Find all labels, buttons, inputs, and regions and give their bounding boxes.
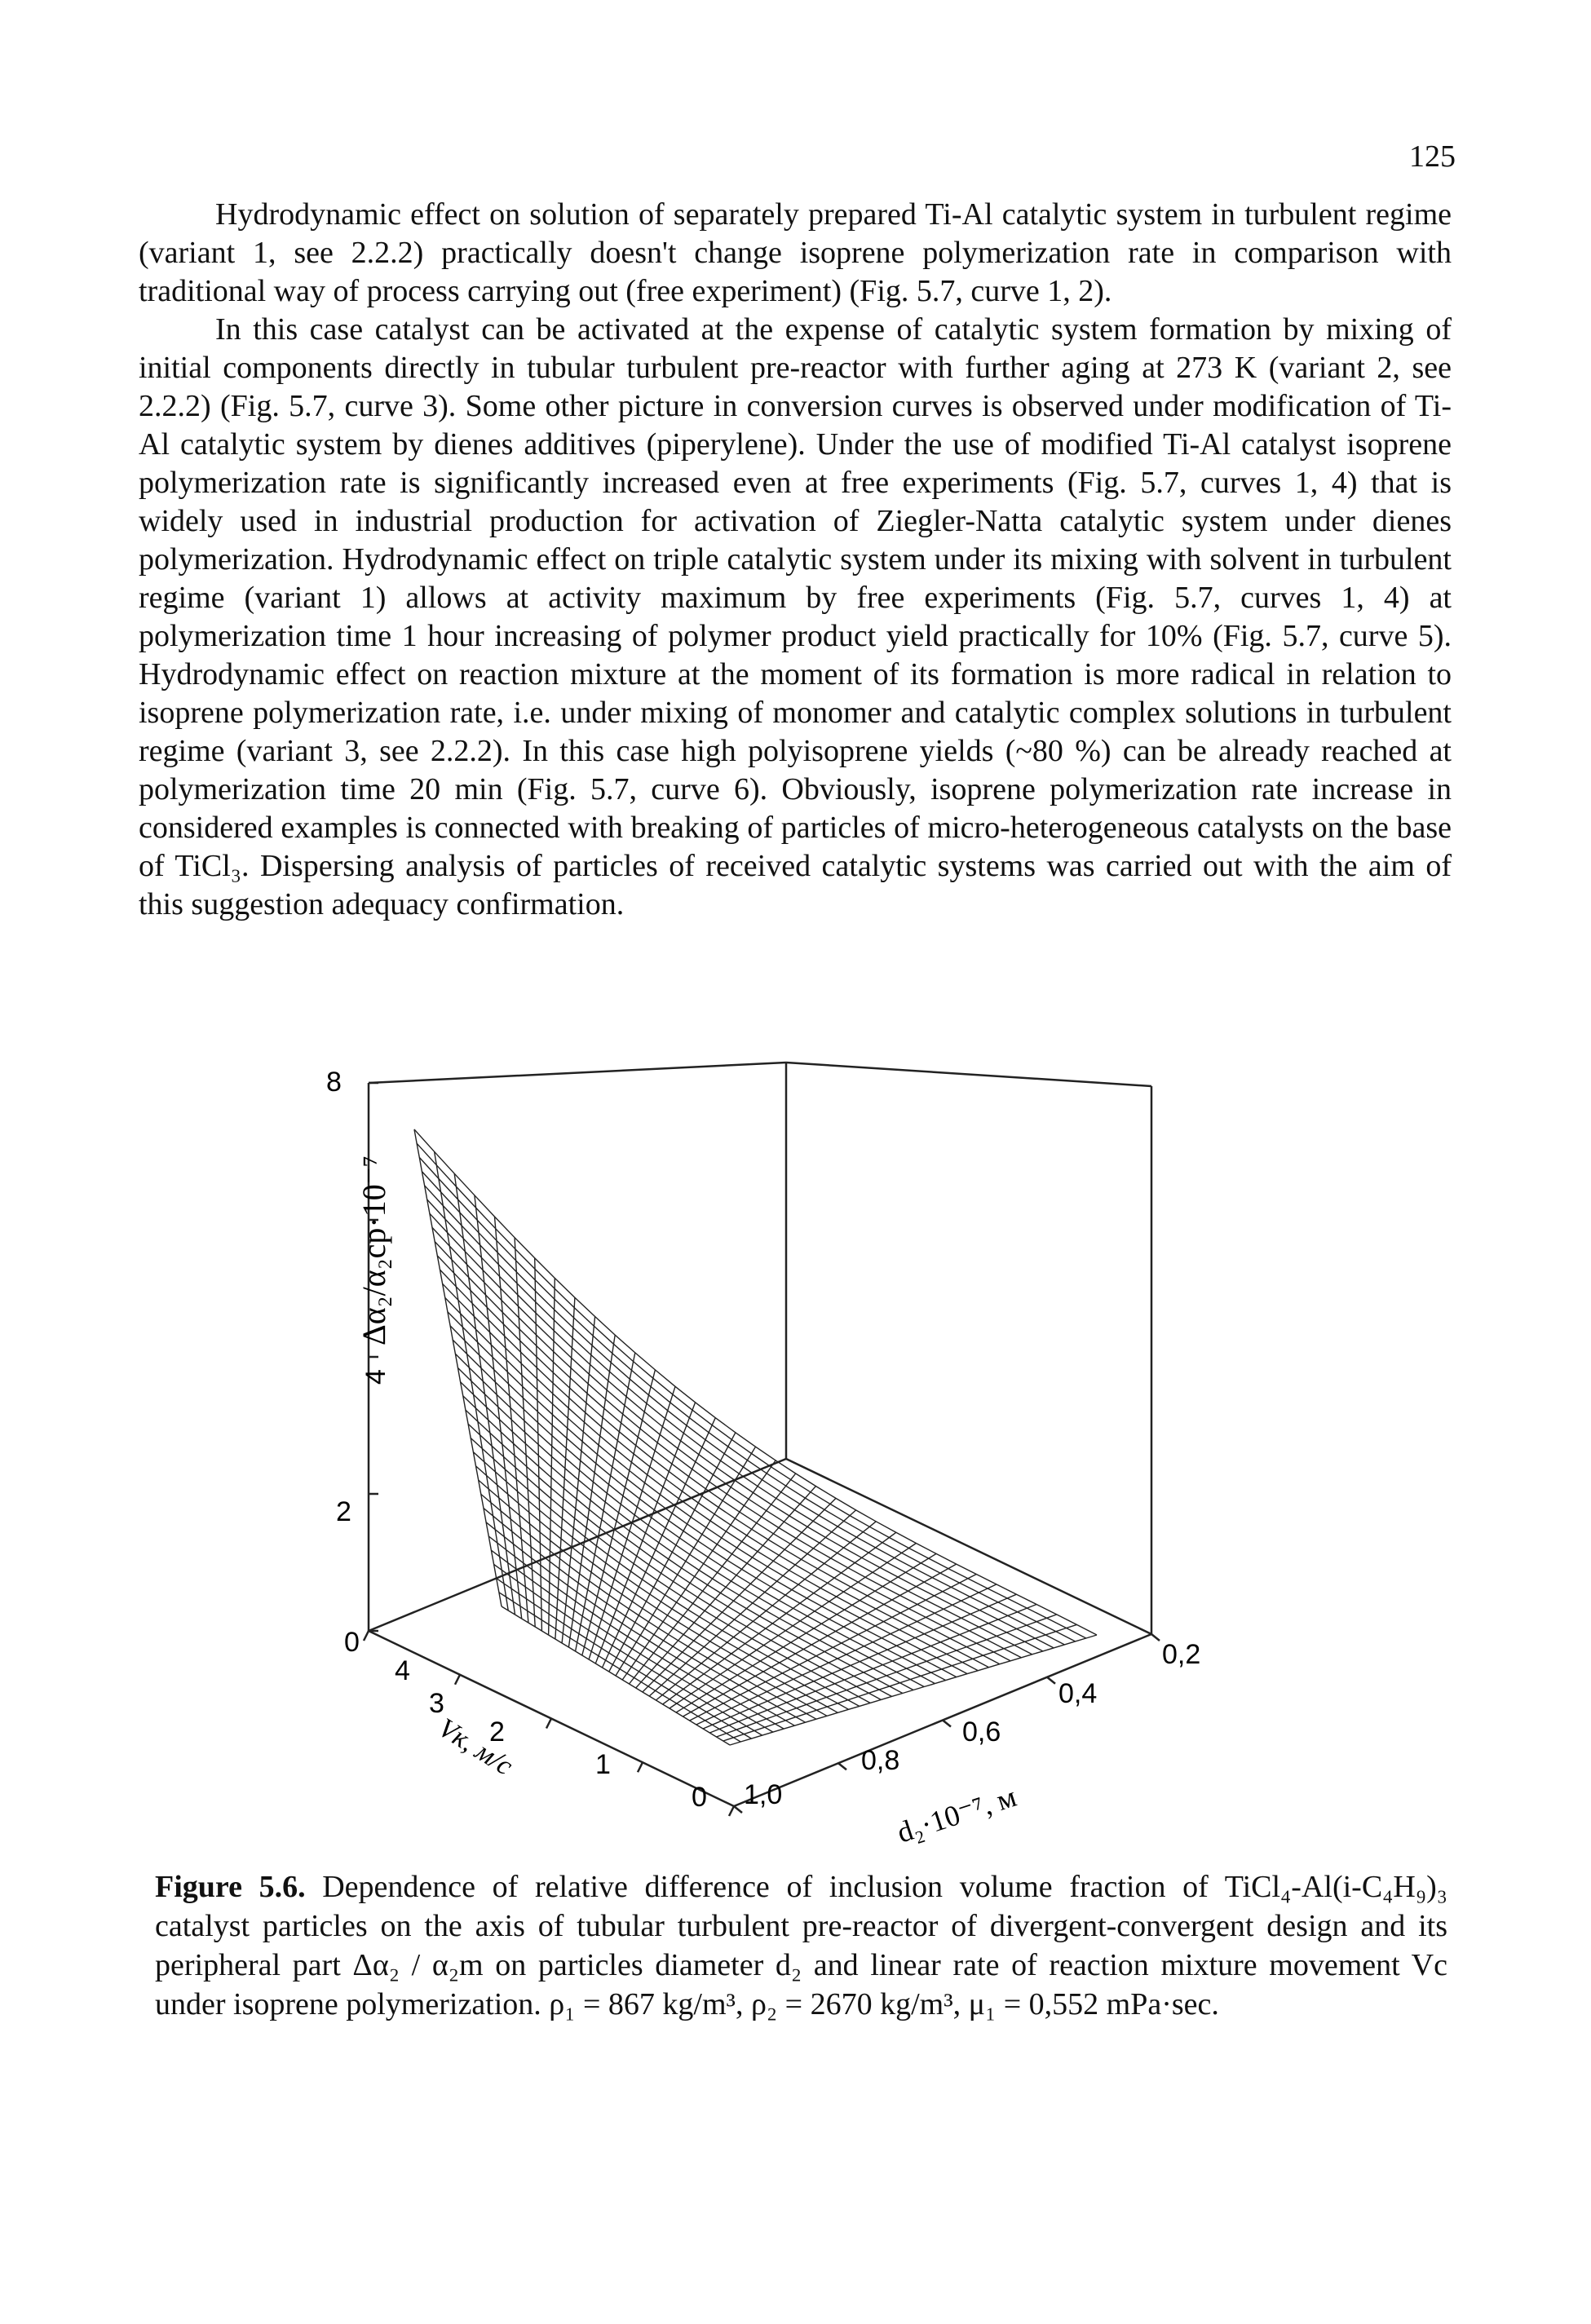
z-tick-4: 4	[360, 1369, 391, 1385]
d-axis-label: d₂·10⁻⁷, м	[893, 1780, 1020, 1849]
d-tick-0-8: 0,8	[861, 1745, 899, 1776]
v-tick-1: 1	[595, 1749, 611, 1780]
mesh-line-u-33	[723, 1624, 1077, 1742]
mesh-line-v-17	[457, 1367, 914, 1691]
v-tick-mark-0	[362, 1630, 370, 1641]
surface-mesh	[413, 1129, 1098, 1746]
mesh-line-v-31	[493, 1563, 763, 1736]
frame-edge-floor-right	[785, 1457, 1152, 1636]
v-axis-label: Vк, м/с	[433, 1712, 518, 1781]
page-number: 125	[1409, 139, 1456, 174]
mesh-line-u-26	[675, 1553, 937, 1713]
mesh-line-u-25	[669, 1542, 917, 1709]
mesh-line-v-11	[442, 1283, 979, 1672]
v-tick-0: 0	[692, 1782, 707, 1813]
mesh-line-v-32	[496, 1578, 752, 1739]
mesh-line-v-26	[480, 1493, 817, 1720]
v-tick-3: 3	[429, 1688, 444, 1719]
d-tick-1-0: 1,0	[744, 1779, 782, 1810]
z-tick-8: 8	[326, 1067, 342, 1098]
mesh-line-v-30	[490, 1549, 774, 1733]
mesh-line-v-7	[431, 1226, 1022, 1659]
d-tick-mark-3	[1046, 1676, 1056, 1685]
mesh-line-u-30	[702, 1593, 1017, 1730]
figure-caption: Figure 5.6. Dependence of relative diffe…	[155, 1867, 1447, 2024]
mesh-line-v-21	[467, 1423, 871, 1704]
mesh-line-u-20	[635, 1486, 816, 1689]
mesh-line-v-24	[475, 1465, 838, 1713]
mesh-line-v-33	[498, 1592, 741, 1743]
mesh-line-u-28	[689, 1573, 977, 1721]
caption-label: Figure 5.6.	[155, 1870, 306, 1904]
mesh-line-u-34	[729, 1634, 1098, 1746]
frame-edge-top-right	[785, 1061, 1152, 1088]
paragraph-1: Hydrodynamic effect on solution of separ…	[139, 197, 1452, 308]
frame-edge-top-left	[368, 1061, 787, 1085]
mesh-line-u-29	[696, 1584, 997, 1725]
mesh-line-v-3	[421, 1171, 1065, 1646]
mesh-line-u-21	[642, 1497, 837, 1693]
d-tick-mark-2	[942, 1719, 952, 1728]
mesh-line-v-22	[470, 1437, 860, 1708]
mesh-line-v-1	[416, 1142, 1087, 1639]
d-tick-mark-1	[837, 1762, 847, 1771]
mesh-line-v-18	[460, 1381, 904, 1694]
paragraph-2: In this case catalyst can be activated a…	[139, 312, 1452, 921]
mesh-line-v-20	[465, 1409, 882, 1701]
v-tick-mark-1	[453, 1674, 462, 1686]
mesh-line-v-25	[478, 1479, 828, 1716]
mesh-line-v-23	[472, 1451, 849, 1710]
mesh-line-u-19	[628, 1473, 797, 1685]
z-tick-0: 0	[344, 1627, 360, 1658]
v-tick-4: 4	[395, 1655, 410, 1686]
mesh-line-u-24	[662, 1531, 897, 1705]
mesh-line-v-6	[429, 1213, 1032, 1655]
mesh-line-v-0	[413, 1129, 1098, 1636]
surface-plot-figure: 8 2 0 4 Δα₂/α₂cp·10⁻⁷ 4 3 2 1 0 Vк, м/с …	[294, 1036, 1272, 1851]
mesh-line-u-18	[621, 1460, 776, 1681]
mesh-line-u-27	[683, 1563, 957, 1717]
surface-plot: 8 2 0 4 Δα₂/α₂cp·10⁻⁷ 4 3 2 1 0 Vк, м/с …	[326, 1061, 1200, 1849]
mesh-line-u-23	[655, 1521, 877, 1701]
d-tick-mark-0	[733, 1805, 743, 1814]
v-tick-mark-3	[636, 1761, 644, 1773]
mesh-line-v-19	[462, 1395, 892, 1698]
mesh-line-v-28	[485, 1522, 795, 1726]
d-tick-0-4: 0,4	[1058, 1678, 1097, 1709]
v-tick-mark-2	[545, 1717, 553, 1730]
z-tick-2: 2	[336, 1496, 351, 1527]
caption-text: Dependence of relative difference of inc…	[155, 1870, 1448, 2021]
v-tick-2: 2	[489, 1716, 505, 1747]
d-tick-0-2: 0,2	[1162, 1639, 1200, 1670]
mesh-line-v-29	[488, 1535, 784, 1730]
mesh-line-v-34	[501, 1606, 731, 1746]
mesh-line-v-4	[424, 1185, 1054, 1649]
mesh-line-v-27	[483, 1508, 806, 1723]
z-axis-label: Δα₂/α₂cp·10⁻⁷	[356, 1155, 392, 1345]
frame-edge-floor-left	[368, 1457, 787, 1633]
axis-ticks	[362, 1081, 1160, 1817]
d-tick-mark-4	[1151, 1633, 1160, 1641]
v-tick-mark-4	[727, 1805, 736, 1817]
mesh-line-u-22	[648, 1509, 857, 1697]
d-tick-0-6: 0,6	[962, 1716, 1001, 1747]
body-text: Hydrodynamic effect on solution of separ…	[139, 196, 1452, 924]
mesh-line-u-32	[716, 1614, 1058, 1738]
mesh-line-u-31	[709, 1603, 1037, 1734]
